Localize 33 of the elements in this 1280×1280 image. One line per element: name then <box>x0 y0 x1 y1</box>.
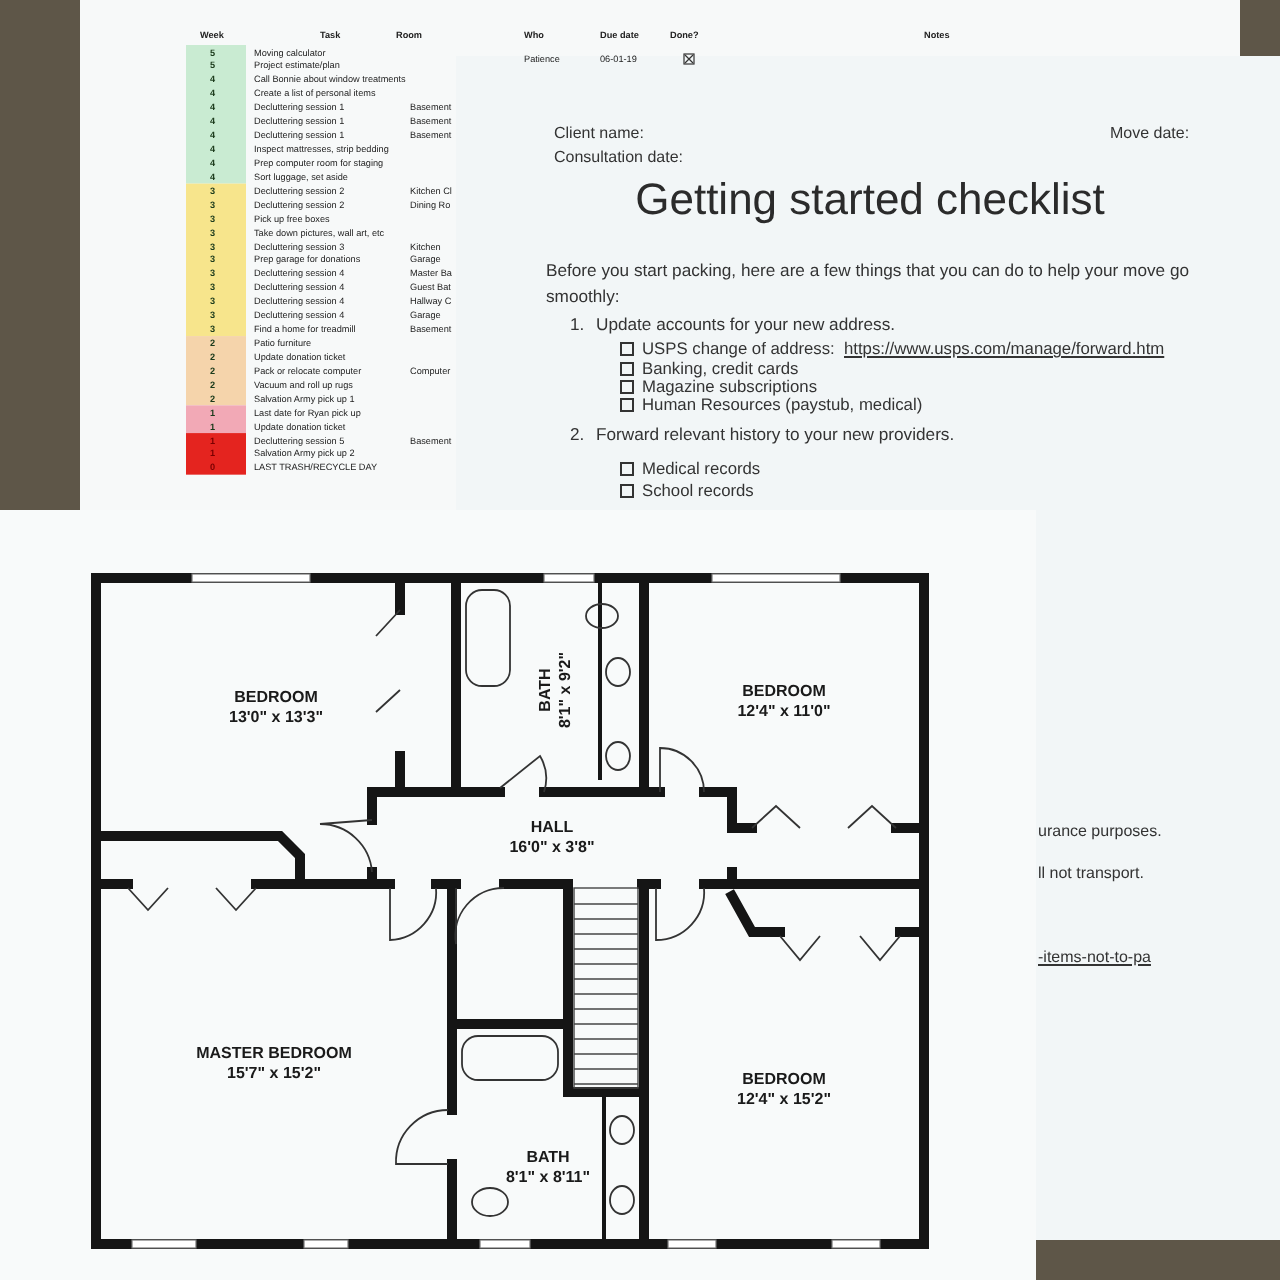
room-name: BATH <box>536 668 556 712</box>
room-dimensions: 8'1" x 9'2" <box>556 651 576 729</box>
room-name: BEDROOM <box>234 687 318 707</box>
room-dimensions: 15'7" x 15'2" <box>227 1064 321 1084</box>
checklist-item: Banking, credit cards <box>642 358 799 379</box>
list-number: 1. <box>570 314 585 336</box>
text-fragment: ll not transport. <box>1038 864 1144 884</box>
room-name: HALL <box>530 818 574 838</box>
list-number: 2. <box>570 424 585 446</box>
room-name: BATH <box>526 1148 570 1168</box>
checklist-item: School records <box>642 480 754 501</box>
room-name: BEDROOM <box>742 682 826 702</box>
checklist-item: Magazine subscriptions <box>642 376 818 397</box>
link: -items-not-to-pa <box>1038 948 1151 968</box>
checklist-item: USPS change of address: <box>642 338 835 359</box>
list-item: Forward relevant history to your new providers. <box>596 424 955 446</box>
form-field-label: Move date: <box>1110 124 1190 144</box>
room-name: BEDROOM <box>742 1070 826 1090</box>
checklist-title: Getting started checklist <box>633 176 1107 224</box>
form-field-label: Client name: <box>554 124 644 144</box>
intro-paragraph: Before you start packing, here are a few things that you can do to help your move go smoothly: <box>546 258 1192 310</box>
checklist-item: Human Resources (paystub, medical) <box>642 394 923 415</box>
link: https://www.usps.com/manage/forward.htm <box>844 338 1165 359</box>
list-item: Update accounts for your new address. <box>596 314 896 336</box>
text-fragment: urance purposes. <box>1038 822 1162 842</box>
room-dimensions: 12'4" x 11'0" <box>737 702 831 722</box>
room-dimensions: 8'1" x 8'11" <box>505 1168 591 1188</box>
room-dimensions: 13'0" x 13'3" <box>229 707 323 727</box>
room-name: MASTER BEDROOM <box>196 1044 352 1064</box>
checklist-item: Medical records <box>642 458 761 479</box>
room-dimensions: 12'4" x 15'2" <box>737 1090 831 1110</box>
room-dimensions: 16'0" x 3'8" <box>509 838 595 858</box>
form-field-label: Consultation date: <box>554 148 683 168</box>
